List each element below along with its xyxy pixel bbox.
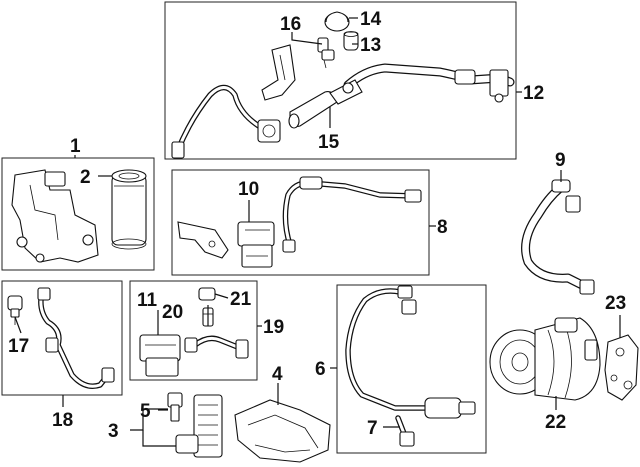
switch-5 (167, 392, 183, 422)
hose-assembly-9 (521, 179, 595, 295)
callout-7: 7 (367, 418, 378, 439)
callout-5: 5 (140, 401, 151, 422)
expansion-valve-10 (237, 221, 275, 268)
group-box-valve-19 (129, 280, 258, 381)
receiver-dryer-2 (111, 169, 147, 250)
callout-8: 8 (437, 217, 448, 238)
expansion-valve-11 (139, 334, 181, 377)
callout-16: 16 (280, 14, 301, 35)
group-box-line-18 (1, 280, 123, 396)
callout-23: 23 (605, 293, 626, 314)
sensor-7 (395, 415, 415, 447)
bracket-8 (177, 221, 229, 259)
callout-22: 22 (545, 412, 566, 433)
tube-19 (184, 335, 249, 359)
leader-lines (14, 17, 621, 447)
heat-exchanger-3 (175, 394, 223, 458)
group-box-hose-6 (336, 284, 487, 454)
valve-16 (317, 37, 335, 69)
hose-muffler-15 (288, 79, 363, 129)
callout-13: 13 (360, 35, 381, 56)
callout-14: 14 (360, 9, 382, 30)
hose-assembly-12 (171, 63, 515, 159)
callout-20: 20 (162, 302, 183, 323)
tube-assembly-18 (37, 287, 115, 389)
callout-11: 11 (137, 290, 158, 311)
callout-19: 19 (263, 317, 284, 338)
pressure-sensor-17 (7, 295, 23, 325)
seal-13 (343, 31, 359, 51)
callout-21: 21 (230, 289, 252, 310)
shield-4 (234, 399, 331, 463)
cap-14 (324, 11, 350, 32)
callout-17: 17 (8, 336, 29, 357)
bracket-top (261, 44, 296, 101)
callout-labels: 1 2 3 4 5 6 7 8 9 10 11 12 13 14 15 16 1… (8, 9, 626, 442)
callout-3: 3 (108, 421, 119, 442)
compressor-22 (489, 317, 601, 401)
hose-assembly-8 (282, 176, 422, 253)
callout-10: 10 (238, 179, 259, 200)
group-box-hoses-top (164, 1, 517, 160)
group-box-hose-8 (171, 169, 430, 276)
callout-15: 15 (318, 132, 340, 153)
compressor-bracket-23 (604, 334, 639, 401)
group-box-receiver-dryer (1, 157, 155, 271)
callout-4: 4 (272, 364, 283, 385)
cap-21 (198, 287, 216, 301)
callout-18: 18 (52, 410, 73, 431)
mounting-bracket-1 (11, 169, 99, 263)
callout-12: 12 (523, 83, 544, 104)
hose-assembly-6 (345, 285, 476, 419)
callout-6: 6 (315, 359, 326, 380)
callout-1: 1 (70, 136, 81, 157)
callout-2: 2 (80, 167, 91, 188)
callout-9: 9 (555, 150, 566, 171)
